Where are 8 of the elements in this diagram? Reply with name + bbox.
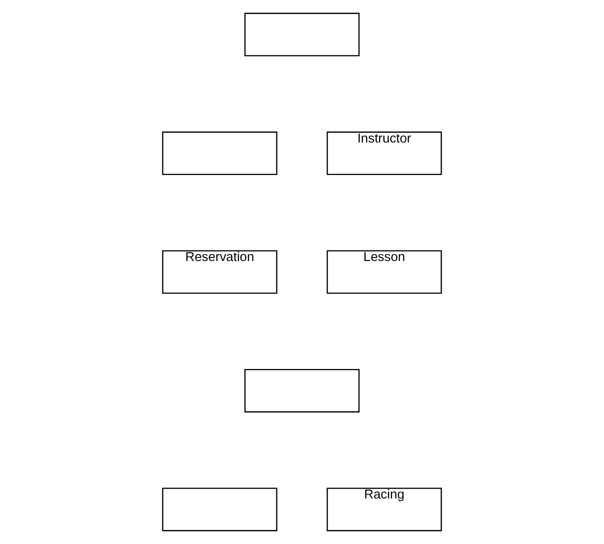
node-box [244,12,360,56]
node-box: Racing [326,488,442,532]
node-box [162,488,278,532]
node-box: Reservation [162,250,278,294]
node-box: Instructor [326,132,442,176]
node-box: Lesson [326,250,442,294]
node-box [244,368,360,412]
node-box [162,132,278,176]
